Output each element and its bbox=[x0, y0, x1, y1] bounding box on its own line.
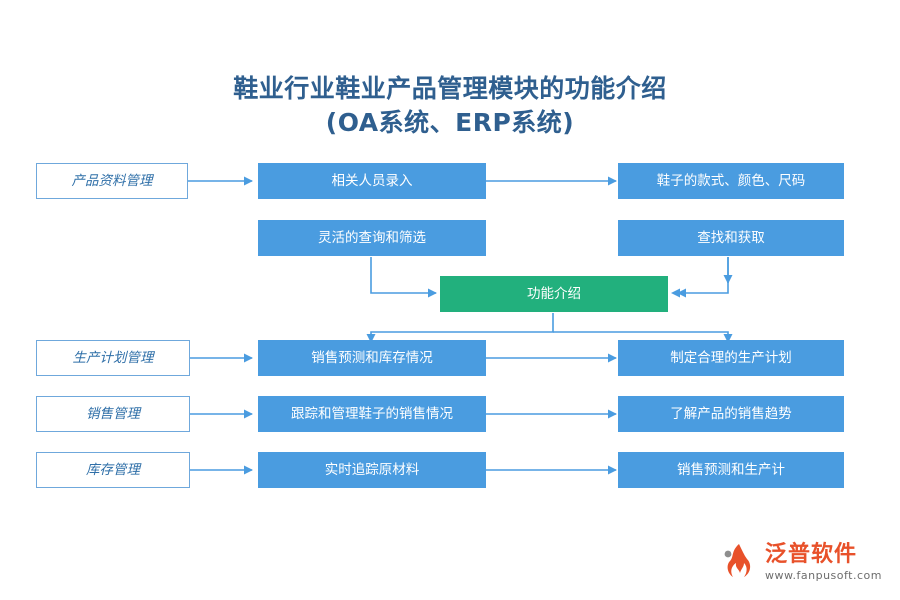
title-line-1: 鞋业行业鞋业产品管理模块的功能介绍 bbox=[233, 74, 667, 103]
sidebar-item-product-data-management[interactable]: 产品资料管理 bbox=[36, 163, 188, 199]
node-make-reasonable-plan[interactable]: 制定合理的生产计划 bbox=[618, 340, 844, 376]
sidebar-item-sales-management[interactable]: 销售管理 bbox=[36, 396, 190, 432]
node-label: 制定合理的生产计划 bbox=[670, 350, 792, 366]
node-personnel-entry[interactable]: 相关人员录入 bbox=[258, 163, 486, 199]
logo-name-en: www.fanpusoft.com bbox=[765, 568, 882, 582]
node-label: 灵活的查询和筛选 bbox=[318, 230, 426, 246]
node-label: 生产计划管理 bbox=[72, 350, 154, 366]
node-label: 销售预测和库存情况 bbox=[311, 350, 433, 366]
logo-name-cn: 泛普软件 bbox=[765, 541, 858, 567]
sidebar-item-production-plan-management[interactable]: 生产计划管理 bbox=[36, 340, 190, 376]
node-label: 销售预测和生产计 bbox=[677, 462, 785, 478]
node-search-and-acquire[interactable]: 查找和获取 bbox=[618, 220, 844, 256]
node-label: 库存管理 bbox=[86, 462, 140, 478]
node-label: 了解产品的销售趋势 bbox=[670, 406, 792, 422]
node-label: 销售管理 bbox=[86, 406, 140, 422]
node-flexible-query-filter[interactable]: 灵活的查询和筛选 bbox=[258, 220, 486, 256]
node-label: 查找和获取 bbox=[697, 230, 765, 246]
flame-logo-icon bbox=[717, 542, 757, 582]
node-function-intro[interactable]: 功能介绍 bbox=[440, 276, 668, 312]
node-understand-sales-trend[interactable]: 了解产品的销售趋势 bbox=[618, 396, 844, 432]
title-line-2: (OA系统、ERP系统) bbox=[325, 108, 575, 137]
node-label: 产品资料管理 bbox=[71, 173, 153, 189]
node-label: 鞋子的款式、颜色、尺码 bbox=[656, 173, 806, 189]
node-label: 跟踪和管理鞋子的销售情况 bbox=[291, 406, 453, 422]
node-realtime-raw-material[interactable]: 实时追踪原材料 bbox=[258, 452, 486, 488]
logo-text: 泛普软件 www.fanpusoft.com bbox=[765, 541, 882, 582]
node-track-manage-shoe-sales[interactable]: 跟踪和管理鞋子的销售情况 bbox=[258, 396, 486, 432]
sidebar-item-inventory-management[interactable]: 库存管理 bbox=[36, 452, 190, 488]
node-sales-forecast-production[interactable]: 销售预测和生产计 bbox=[618, 452, 844, 488]
node-shoe-style-color-size[interactable]: 鞋子的款式、颜色、尺码 bbox=[618, 163, 844, 199]
brand-logo: 泛普软件 www.fanpusoft.com bbox=[717, 542, 882, 582]
node-label: 功能介绍 bbox=[527, 286, 581, 302]
page-title: 鞋业行业鞋业产品管理模块的功能介绍 (OA系统、ERP系统) bbox=[0, 72, 900, 140]
node-sales-forecast-inventory[interactable]: 销售预测和库存情况 bbox=[258, 340, 486, 376]
node-label: 实时追踪原材料 bbox=[324, 462, 420, 478]
node-label: 相关人员录入 bbox=[331, 173, 413, 189]
